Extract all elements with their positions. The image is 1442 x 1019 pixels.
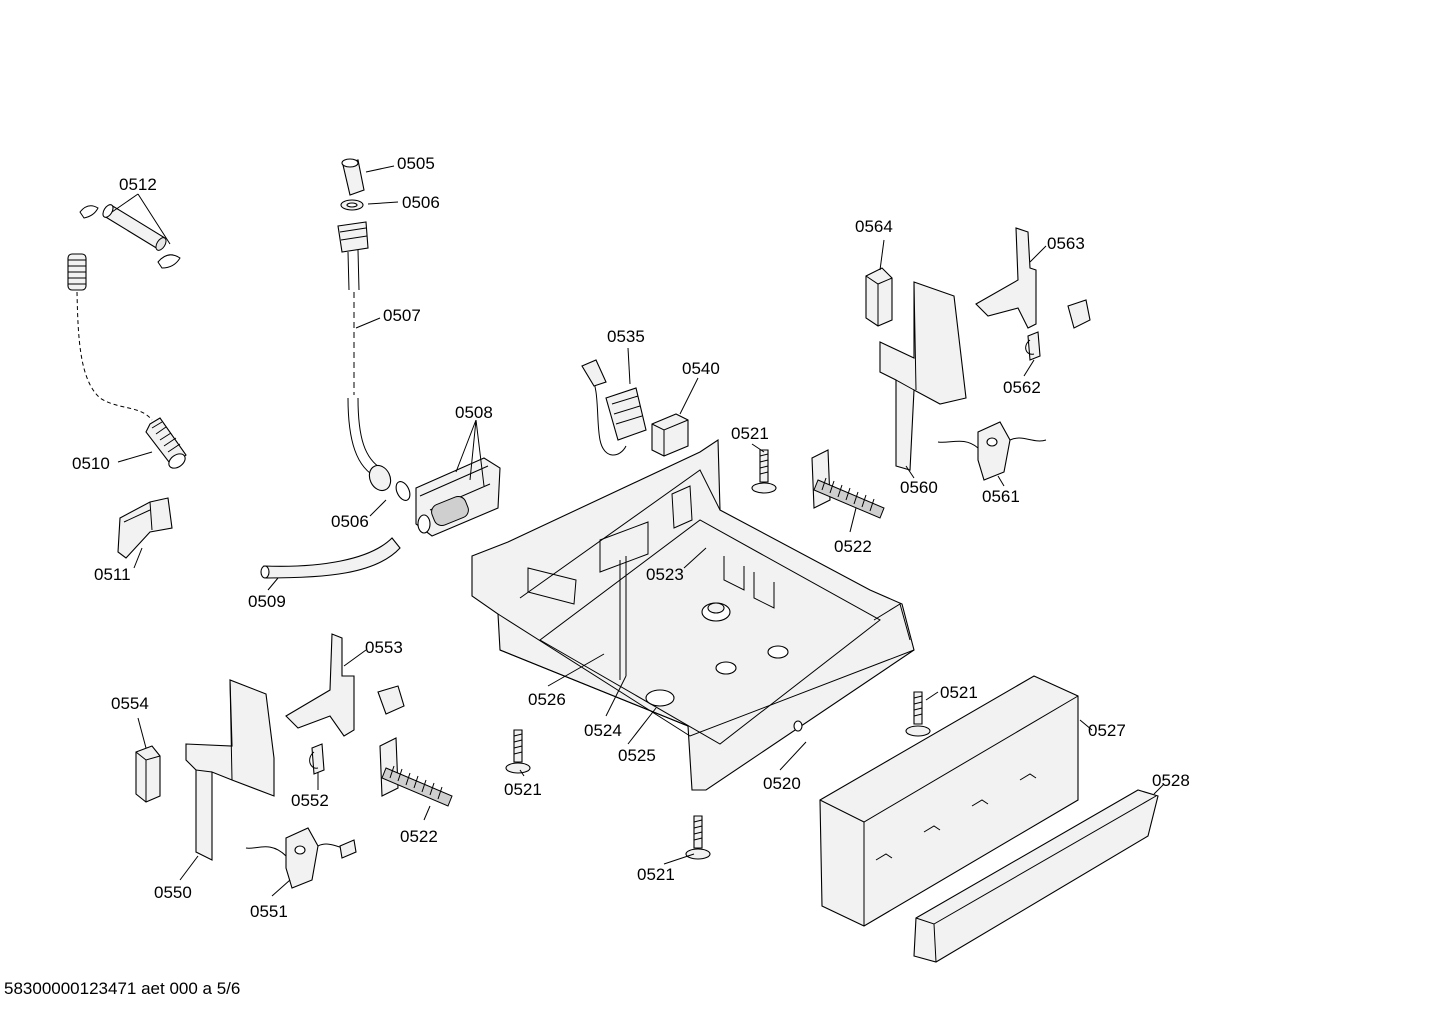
callout-0550: 0550 xyxy=(154,883,192,902)
callout-0552: 0552 xyxy=(291,791,329,810)
part-0520-base-tub[interactable] xyxy=(471,438,915,791)
callout-0522-right: 0522 xyxy=(834,537,872,556)
part-0505-valve-cap[interactable] xyxy=(341,158,365,196)
part-0506-seal-top[interactable] xyxy=(340,199,364,211)
part-0553-bracket[interactable] xyxy=(285,633,405,737)
callout-0553: 0553 xyxy=(365,638,403,657)
callout-0540: 0540 xyxy=(682,359,720,378)
callout-0551: 0551 xyxy=(250,902,288,921)
part-0564-cover[interactable] xyxy=(865,267,893,327)
part-0554-cover[interactable] xyxy=(135,745,161,803)
part-0552-clip[interactable] xyxy=(309,743,325,775)
callout-0524: 0524 xyxy=(584,721,622,740)
callout-0523: 0523 xyxy=(646,565,684,584)
callout-0560: 0560 xyxy=(900,478,938,497)
part-0522-spring-right[interactable] xyxy=(811,449,885,519)
callout-0535: 0535 xyxy=(607,327,645,346)
callout-0522-left: 0522 xyxy=(400,827,438,846)
part-0512-hose-sleeve[interactable] xyxy=(79,203,181,269)
part-0561-pressure-switch[interactable] xyxy=(937,421,1047,481)
callout-0561: 0561 xyxy=(982,487,1020,506)
callout-0521-c: 0521 xyxy=(504,780,542,799)
part-0551-pressure-switch[interactable] xyxy=(245,827,357,889)
part-0506-seal-lower[interactable] xyxy=(365,462,412,503)
callout-0554: 0554 xyxy=(111,694,149,713)
part-0521-screw-d[interactable] xyxy=(685,815,711,860)
part-0528-trim-strip[interactable] xyxy=(913,789,1159,963)
part-0521-screw-b[interactable] xyxy=(905,691,931,737)
callout-0521-a: 0521 xyxy=(731,424,769,443)
callout-0512: 0512 xyxy=(119,175,157,194)
callout-0563: 0563 xyxy=(1047,234,1085,253)
callout-0506-lower: 0506 xyxy=(331,512,369,531)
callout-0510: 0510 xyxy=(72,454,110,473)
callout-0527: 0527 xyxy=(1088,721,1126,740)
callout-0509: 0509 xyxy=(248,592,286,611)
part-0509-drain-hose[interactable] xyxy=(260,537,401,579)
callout-0528: 0528 xyxy=(1152,771,1190,790)
part-0527-kick-panel[interactable] xyxy=(819,675,1079,927)
callout-0526: 0526 xyxy=(528,690,566,709)
callout-0508: 0508 xyxy=(455,403,493,422)
part-0540-connector[interactable] xyxy=(651,413,689,457)
part-0508-valve-body[interactable] xyxy=(415,457,501,537)
callout-labels: 0505 0506 0507 0508 0506 0509 0510 0511 … xyxy=(72,154,1190,921)
callout-0525: 0525 xyxy=(618,746,656,765)
leader-lines xyxy=(111,165,1165,897)
part-0511-bracket[interactable] xyxy=(117,497,173,559)
part-0522-spring-left[interactable] xyxy=(379,737,453,807)
part-0563-bracket[interactable] xyxy=(975,227,1091,329)
callout-0521-d: 0521 xyxy=(637,865,675,884)
callout-0521-b: 0521 xyxy=(940,683,978,702)
part-0562-clip[interactable] xyxy=(1025,331,1041,361)
callout-0564: 0564 xyxy=(855,217,893,236)
part-0507-inlet-hose[interactable] xyxy=(337,221,385,479)
callout-0511: 0511 xyxy=(94,565,131,584)
callout-0506-top: 0506 xyxy=(402,193,440,212)
callout-0520: 0520 xyxy=(763,774,801,793)
callout-0507: 0507 xyxy=(383,306,421,325)
callout-0505: 0505 xyxy=(397,154,435,173)
callout-0562: 0562 xyxy=(1003,378,1041,397)
part-0521-screw-a[interactable] xyxy=(751,449,777,494)
part-0560-bracket[interactable] xyxy=(879,281,967,471)
part-0521-screw-c[interactable] xyxy=(505,729,531,774)
part-0535-wire-harness[interactable] xyxy=(581,359,647,456)
document-code: 58300000123471 aet 000 a 5/6 xyxy=(4,979,241,998)
part-0550-bracket[interactable] xyxy=(185,679,275,861)
part-0510-corrugated-hose[interactable] xyxy=(67,253,188,471)
